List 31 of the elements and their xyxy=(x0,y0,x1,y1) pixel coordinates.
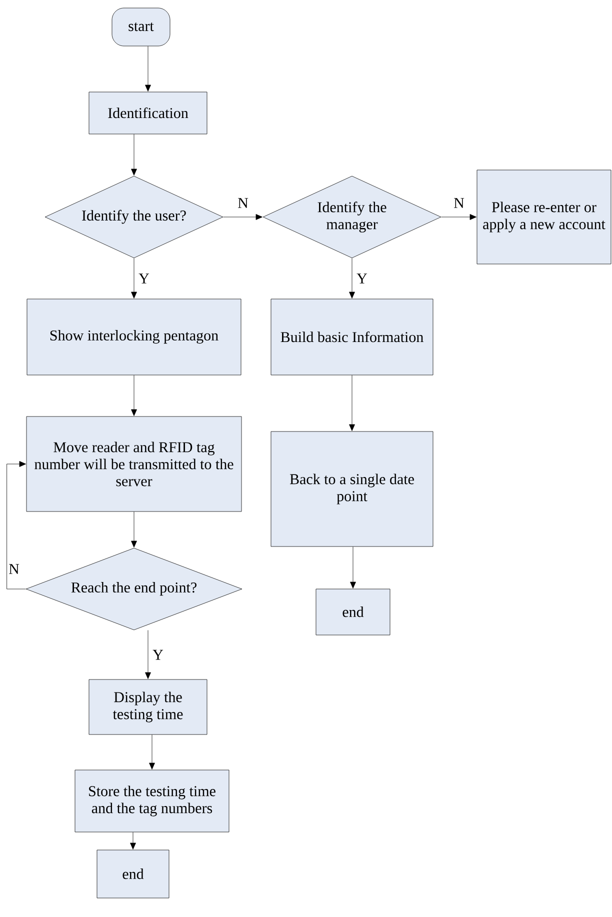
arrow xyxy=(6,461,26,590)
process-box: Store the testing time and the tag numbers xyxy=(74,770,230,832)
arrow xyxy=(131,258,137,298)
arrow xyxy=(350,546,356,588)
arrow xyxy=(131,375,137,416)
arrow xyxy=(441,214,476,220)
edge-label: N xyxy=(236,197,250,209)
process-box: Move reader and RFID tag number will be transmitted to the server xyxy=(26,416,242,512)
arrow xyxy=(131,134,137,176)
process-box: end xyxy=(316,588,390,636)
process-box: Display the testing time xyxy=(88,679,208,735)
process-box: end xyxy=(96,850,170,898)
process-box: Show interlocking pentagon xyxy=(26,298,242,376)
arrow xyxy=(145,46,151,92)
arrow xyxy=(349,258,355,298)
process-box: Please re-enter or apply a new account xyxy=(476,170,612,264)
arrow xyxy=(131,512,137,548)
arrow xyxy=(149,734,155,770)
edge-label: Y xyxy=(152,648,164,661)
process-box: Build basic Information xyxy=(270,298,434,376)
arrow xyxy=(145,630,151,679)
edge-label: Y xyxy=(138,272,150,284)
arrow xyxy=(349,375,355,431)
edge-label: N xyxy=(8,563,20,575)
edge-label: Y xyxy=(356,272,368,284)
arrow xyxy=(130,832,136,850)
arrow xyxy=(223,214,262,220)
process-box: Identification xyxy=(88,92,208,134)
process-box: Back to a single date point xyxy=(270,431,434,547)
edge-label: N xyxy=(452,197,466,209)
terminal-box: start xyxy=(112,8,170,46)
